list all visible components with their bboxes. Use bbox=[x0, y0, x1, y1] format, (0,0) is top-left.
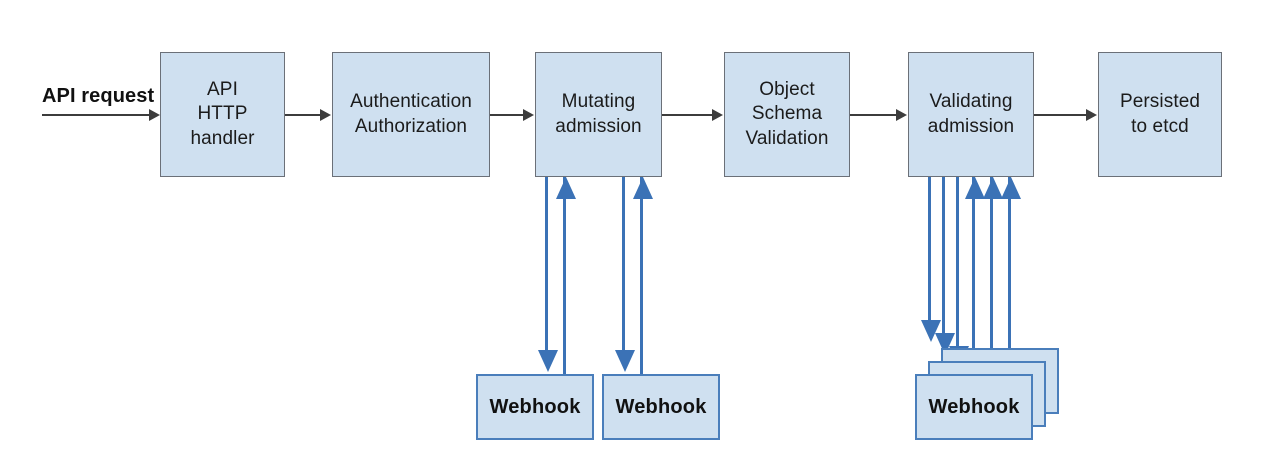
validating-webhook-1-return-arrowhead bbox=[965, 177, 985, 199]
validating-webhook-2-call-line bbox=[942, 177, 945, 340]
stage-box-persisted-to-etcd[interactable]: Persisted to etcd bbox=[1098, 52, 1222, 177]
mutating-webhook-2-return-arrowhead bbox=[633, 177, 653, 199]
webhook-box-mutating-1[interactable]: Webhook bbox=[476, 374, 594, 440]
stage-box-mutating-admission[interactable]: Mutating admission bbox=[535, 52, 662, 177]
flow-arrow-head-1 bbox=[320, 109, 331, 121]
flow-arrow-line-1 bbox=[285, 114, 321, 116]
stage-box-object-schema-validation[interactable]: Object Schema Validation bbox=[724, 52, 850, 177]
stage-box-api-http-handler[interactable]: API HTTP handler bbox=[160, 52, 285, 177]
validating-webhook-3-return-line bbox=[1008, 177, 1011, 348]
mutating-webhook-1-call-line bbox=[545, 177, 548, 358]
flow-arrow-line-2 bbox=[490, 114, 524, 116]
flow-arrow-line-3 bbox=[662, 114, 713, 116]
entry-arrow-head bbox=[149, 109, 160, 121]
validating-webhook-1-call-line bbox=[928, 177, 931, 327]
flow-arrow-line-5 bbox=[1034, 114, 1087, 116]
flow-arrow-head-3 bbox=[712, 109, 723, 121]
mutating-webhook-2-call-line bbox=[622, 177, 625, 358]
entry-arrow-line bbox=[42, 114, 150, 116]
flow-arrow-head-5 bbox=[1086, 109, 1097, 121]
validating-webhook-3-return-arrowhead bbox=[1001, 177, 1021, 199]
validating-webhook-2-return-arrowhead bbox=[983, 177, 1003, 199]
mutating-webhook-1-return-arrowhead bbox=[556, 177, 576, 199]
entry-label-api-request: API request bbox=[42, 85, 155, 107]
mutating-webhook-1-call-arrowhead bbox=[538, 350, 558, 372]
webhook-box-validating-stack-front[interactable]: Webhook bbox=[915, 374, 1033, 440]
mutating-webhook-1-return-line bbox=[563, 177, 566, 374]
validating-webhook-1-return-line bbox=[972, 177, 975, 374]
stage-box-validating-admission[interactable]: Validating admission bbox=[908, 52, 1034, 177]
flow-arrow-head-2 bbox=[523, 109, 534, 121]
stage-box-authentication-authorization[interactable]: Authentication Authorization bbox=[332, 52, 490, 177]
flow-arrow-head-4 bbox=[896, 109, 907, 121]
mutating-webhook-2-return-line bbox=[640, 177, 643, 374]
validating-webhook-2-return-line bbox=[990, 177, 993, 361]
flow-arrow-line-4 bbox=[850, 114, 897, 116]
webhook-box-mutating-2[interactable]: Webhook bbox=[602, 374, 720, 440]
validating-webhook-3-call-line bbox=[956, 177, 959, 353]
mutating-webhook-2-call-arrowhead bbox=[615, 350, 635, 372]
